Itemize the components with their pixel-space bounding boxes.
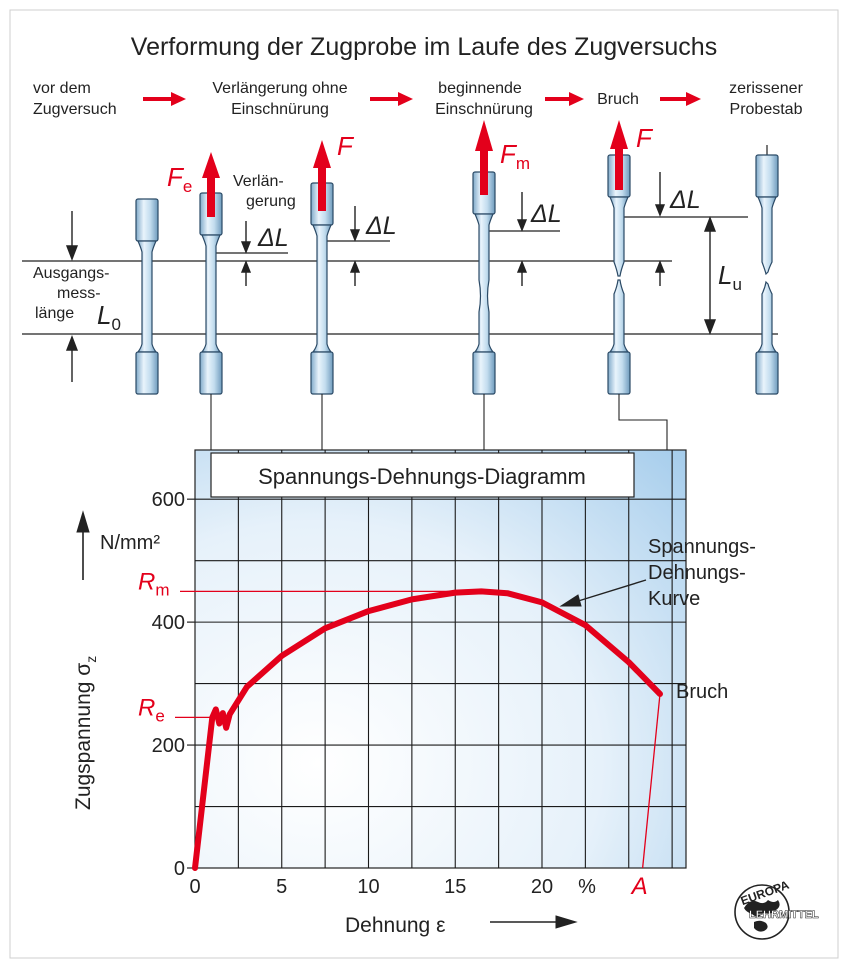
x-axis-label: Dehnung ε [345, 914, 445, 937]
tick-layer: 0 200 400 600 0 5 10 15 20% [152, 489, 596, 898]
ausgang-line2: mess- [57, 285, 101, 302]
fe-label: Fe [167, 162, 192, 196]
ausgang-line1: Ausgangs- [33, 265, 110, 282]
specimen-4-head-bottom [472, 351, 496, 395]
f2-label: F [636, 123, 654, 153]
stress-strain-curve [192, 588, 663, 871]
force-arrow-f1 [313, 140, 331, 211]
break-to-a-line [641, 693, 661, 869]
dimension-arrows [65, 172, 717, 382]
stage-arrows [143, 92, 701, 106]
verlaengerung-label: Verlän- gerung [233, 173, 296, 210]
stage-4-line1: Bruch [597, 91, 639, 108]
lu-label: Lu [718, 260, 742, 294]
stage-5-line2: Probestab [730, 101, 803, 118]
y-axis-label-group: Zugspannung σz [72, 656, 99, 810]
y-unit-label: N/mm² [100, 532, 160, 554]
y-axis-label: Zugspannung σz [72, 656, 99, 810]
re-label: Re [138, 694, 165, 725]
specimen-3-head-bottom [310, 351, 334, 395]
dl1-label: ΔL [257, 224, 289, 252]
bruch-label: Bruch [676, 681, 728, 703]
x-unit-label: % [578, 876, 596, 898]
specimen-5-head-bottom [607, 351, 631, 395]
plot-area [194, 449, 687, 869]
curve-label-line1: Spannungs- [648, 536, 756, 558]
delta-l-labels: ΔL ΔL ΔL ΔL [257, 186, 701, 252]
stage-arrow-1 [143, 92, 186, 106]
specimen-6-head-bottom [755, 351, 779, 395]
stage-arrow-3 [545, 92, 584, 106]
specimen-1 [135, 198, 159, 395]
specimen-1-head-bottom [135, 351, 159, 395]
y-tick-label: 400 [152, 612, 185, 634]
stage-arrow-4 [660, 92, 701, 106]
stage-arrow-2 [370, 92, 413, 106]
stage-2-line2: Einschnürung [231, 101, 329, 118]
curve-label-line2: Dehnungs- [648, 562, 746, 584]
stage-1-line2: Zugversuch [33, 101, 117, 118]
stage-1-line1: vor dem [33, 80, 91, 97]
verl-line1: Verlän- [233, 173, 284, 190]
x-tick-label: 20 [531, 876, 553, 898]
curve-layer: A [192, 588, 663, 900]
f1-label: F [337, 131, 355, 161]
specimen-2-head-bottom [199, 351, 223, 395]
stage-5-line1: zerissener [729, 80, 803, 97]
y-axis-arrow [76, 510, 90, 580]
specimen-6-head-top [755, 154, 779, 198]
stage-2-line1: Verlängerung ohne [212, 80, 347, 97]
rm-label: Rm [138, 568, 170, 599]
force-arrows [202, 120, 628, 217]
specimen-5-shaft-upper [609, 196, 629, 277]
europa-lehrmittel-logo: EUROPA LEHRMITTEL [734, 878, 819, 940]
specimen-6-shaft-upper [757, 196, 777, 276]
specimen-2 [199, 192, 223, 395]
chart-title: Spannungs-Dehnungs-Diagramm [258, 464, 586, 489]
ausgang-line3: länge [35, 305, 74, 322]
x-tick-label: 10 [357, 876, 379, 898]
stage-3-line2: Einschnürung [435, 101, 533, 118]
x-tick-label: 15 [444, 876, 466, 898]
svg-text:LEHRMITTEL: LEHRMITTEL [749, 909, 819, 921]
stage-3-line1: beginnende [438, 80, 522, 97]
l0-label: L0 [97, 300, 121, 334]
dl4-label: ΔL [669, 186, 701, 214]
x-tick-label: 5 [276, 876, 287, 898]
dl2-label: ΔL [365, 212, 397, 240]
dl3-label: ΔL [530, 200, 562, 228]
x-axis-arrow [490, 915, 578, 929]
force-arrow-f2 [610, 120, 628, 190]
force-arrow-fm [475, 120, 493, 195]
a-label: A [630, 873, 648, 900]
curve-label-pointer [559, 579, 647, 607]
main-title: Verformung der Zugprobe im Laufe des Zug… [131, 33, 717, 61]
grid-layer [195, 450, 686, 868]
stage-captions: vor dem Zugversuch Verlängerung ohne Ein… [33, 80, 804, 118]
curve-label: Spannungs- Dehnungs- Kurve [648, 536, 756, 610]
ausgangs-label: Ausgangs- mess- länge [33, 265, 110, 322]
chart-title-box [210, 452, 635, 498]
fm-label: Fm [500, 139, 530, 173]
y-tick-label: 200 [152, 735, 185, 757]
y-tick-label: 600 [152, 489, 185, 511]
verl-line2: gerung [246, 193, 296, 210]
x-tick-label: 0 [189, 876, 200, 898]
curve-label-line3: Kurve [648, 588, 700, 610]
reference-layer: Re Rm [138, 568, 482, 725]
y-tick-label: 0 [174, 858, 185, 880]
specimen-6 [755, 145, 779, 395]
specimen-1-head-top [135, 198, 159, 242]
force-arrow-fe [202, 152, 220, 217]
specimen-4 [472, 171, 496, 395]
stress-strain-chart: 0 200 400 600 0 5 10 15 20% Re Rm A [138, 449, 687, 900]
force-labels: Fe F Fm F [167, 123, 654, 196]
